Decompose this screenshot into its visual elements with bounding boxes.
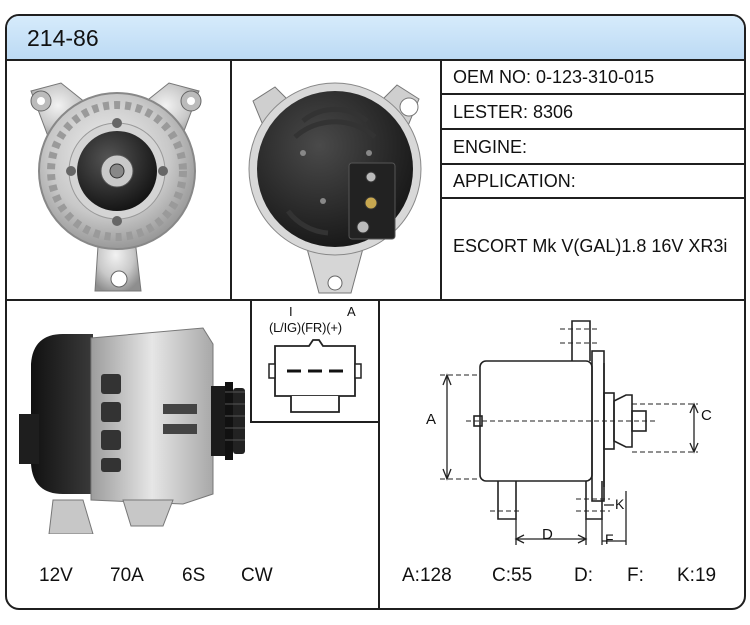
connector-pin-a-label: A [347, 304, 356, 319]
voltage-rating: 12V [39, 565, 73, 586]
connector-pin-i-label: I [289, 304, 293, 319]
rear-view-image [248, 82, 422, 294]
dimension-k: K:19 [677, 565, 717, 586]
front-view-image [30, 82, 202, 292]
divider [440, 128, 744, 130]
dim-k-label: K [615, 496, 625, 512]
side-view-image [19, 327, 245, 534]
dim-c-label: C [701, 407, 712, 424]
divider [230, 59, 232, 301]
header-bar: 214-86 [7, 16, 744, 61]
divider [440, 93, 744, 95]
dim-a-label: A [426, 411, 437, 428]
connector-plug-diagram [268, 339, 362, 413]
dimension-drawing [440, 320, 699, 545]
product-card: 214-86 [5, 14, 746, 610]
engine-label: ENGINE: [453, 137, 528, 157]
connector-pin-labels: (L/IG)(FR)(+) [269, 320, 342, 335]
divider [440, 59, 442, 301]
divider [440, 163, 744, 165]
dimension-d: D: [574, 565, 593, 586]
part-number: 214-86 [27, 25, 99, 51]
application-label: APPLICATION: [453, 171, 576, 191]
amperage-rating: 70A [110, 565, 144, 586]
divider [440, 197, 744, 199]
divider [7, 299, 744, 301]
dim-f-label: F [605, 531, 614, 547]
oem-number: OEM NO: 0-123-310-015 [453, 67, 655, 87]
dimension-a: A:128 [402, 565, 452, 586]
dimension-c: C:55 [492, 565, 533, 586]
dim-d-label: D [542, 526, 553, 543]
connector-box [250, 299, 378, 423]
divider [378, 299, 380, 608]
lester-number: LESTER: 8306 [453, 102, 574, 122]
rotation-direction: CW [241, 565, 273, 586]
dimension-f: F: [627, 565, 644, 586]
pulley-type: 6S [182, 565, 206, 586]
application-value: ESCORT Mk V(GAL)1.8 16V XR3i [453, 236, 728, 256]
